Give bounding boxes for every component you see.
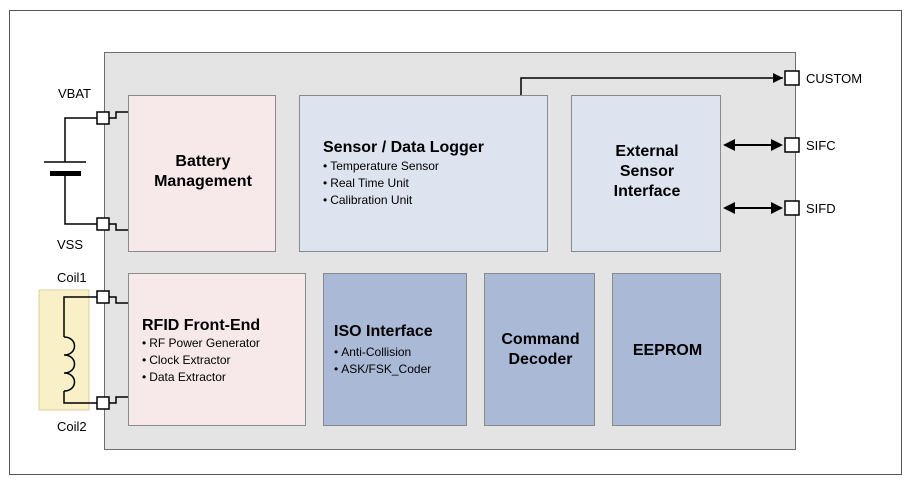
command-title-line2: Decoder — [508, 351, 573, 368]
external-title-line1: External — [615, 143, 679, 160]
sifc-label: SIFC — [806, 138, 836, 153]
vss-pin — [96, 217, 110, 231]
inductor-coil-icon — [63, 336, 76, 392]
list-item: Temperature Sensor — [323, 158, 439, 175]
sensor-data-logger-block: Sensor / Data Logger Temperature Sensor … — [299, 95, 548, 252]
battery-plate-short — [50, 171, 81, 176]
rfid-feature-list: RF Power Generator Clock Extractor Data … — [142, 335, 260, 386]
iso-feature-list: Anti-Collision ASK/FSK_Coder — [334, 344, 431, 378]
rfid-front-end-block: RFID Front-End RF Power Generator Clock … — [128, 273, 306, 426]
custom-wire — [520, 77, 783, 95]
vbat-wire — [64, 117, 97, 162]
sensor-feature-list: Temperature Sensor Real Time Unit Calibr… — [323, 158, 439, 209]
battery-title-line1: Battery — [175, 153, 231, 170]
custom-pin — [784, 70, 800, 86]
iso-interface-block: ISO Interface Anti-Collision ASK/FSK_Cod… — [323, 273, 467, 426]
list-item: Real Time Unit — [323, 175, 439, 192]
vss-label: VSS — [57, 237, 84, 252]
sifd-pin — [784, 200, 800, 216]
custom-label: CUSTOM — [806, 71, 863, 86]
battery-management-block: Battery Management — [128, 95, 276, 252]
list-item: RF Power Generator — [142, 335, 260, 352]
vbat-label: VBAT — [58, 86, 91, 101]
sifc-pin — [784, 137, 800, 153]
iso-title: ISO Interface — [334, 323, 433, 340]
battery-title-line2: Management — [154, 173, 252, 190]
coil1-wire — [63, 296, 97, 337]
coil2-pin — [96, 396, 110, 410]
coil2-label: Coil2 — [57, 419, 87, 434]
vbat-pin — [96, 111, 110, 125]
rfid-title: RFID Front-End — [142, 317, 261, 334]
external-title-line2: Sensor — [619, 163, 675, 180]
sifd-left-arrow-icon — [723, 202, 735, 214]
sifc-right-arrow-icon — [771, 139, 783, 151]
external-title-line3: Interface — [613, 183, 681, 200]
custom-arrow-icon — [773, 73, 783, 83]
list-item: Calibration Unit — [323, 192, 439, 209]
sifd-label: SIFD — [806, 201, 836, 216]
sensor-title: Sensor / Data Logger — [323, 139, 484, 156]
vss-connection — [109, 223, 128, 231]
coil1-pin — [96, 290, 110, 304]
list-item: Clock Extractor — [142, 352, 260, 369]
list-item: Anti-Collision — [334, 344, 431, 361]
vbat-connection — [109, 111, 128, 119]
command-title-line1: Command — [501, 331, 580, 348]
coil2-connection — [109, 396, 128, 404]
eeprom-block: EEPROM — [612, 273, 721, 426]
sifc-left-arrow-icon — [723, 139, 735, 151]
list-item: ASK/FSK_Coder — [334, 361, 431, 378]
command-decoder-block: Command Decoder — [484, 273, 595, 426]
external-sensor-interface-block: External Sensor Interface — [571, 95, 721, 252]
sifd-right-arrow-icon — [771, 202, 783, 214]
list-item: Data Extractor — [142, 369, 260, 386]
coil1-connection — [109, 296, 128, 304]
vss-wire — [64, 176, 97, 225]
coil2-wire — [63, 391, 97, 404]
coil1-label: Coil1 — [57, 270, 87, 285]
eeprom-title: EEPROM — [632, 342, 703, 359]
